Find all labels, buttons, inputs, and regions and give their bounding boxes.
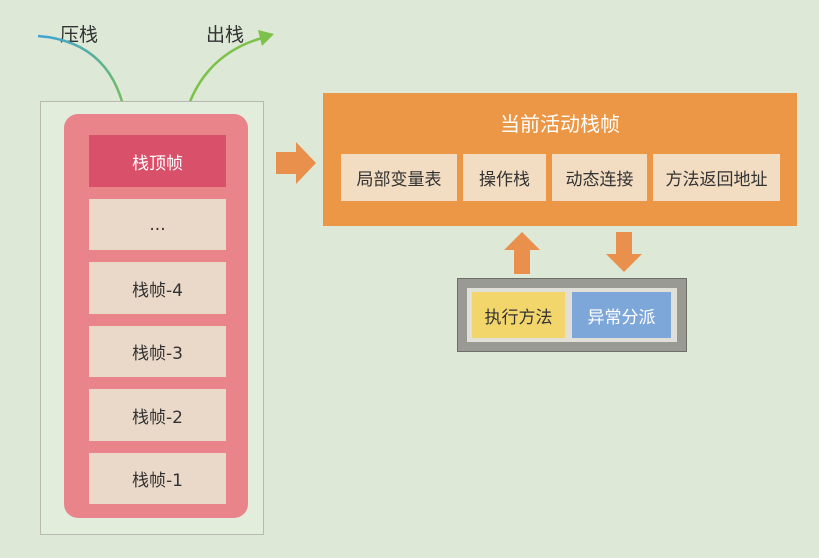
pop-label: 出栈: [206, 24, 245, 46]
down-arrow: [606, 232, 642, 272]
stack-frame-1: 栈帧-1: [89, 453, 226, 504]
active-frame-title: 当前活动栈帧: [500, 112, 620, 136]
stack-frame-4: 栈帧-4: [89, 262, 226, 314]
up-arrow: [504, 232, 540, 274]
dynamic-linking: 动态连接: [552, 154, 647, 201]
push-label: 压栈: [60, 24, 99, 46]
pop-arrowhead: [258, 30, 274, 46]
stack-frame-top: 栈顶帧: [89, 135, 226, 187]
stack-frame-2: 栈帧-2: [89, 389, 226, 441]
stack-frame-ellipsis: ...: [89, 199, 226, 250]
operand-stack: 操作栈: [463, 154, 546, 201]
method-return-address: 方法返回地址: [653, 154, 780, 201]
stack-frame-3: 栈帧-3: [89, 326, 226, 377]
exception-dispatch: 异常分派: [572, 292, 671, 338]
execute-method: 执行方法: [472, 292, 565, 338]
local-variable-table: 局部变量表: [341, 154, 457, 201]
